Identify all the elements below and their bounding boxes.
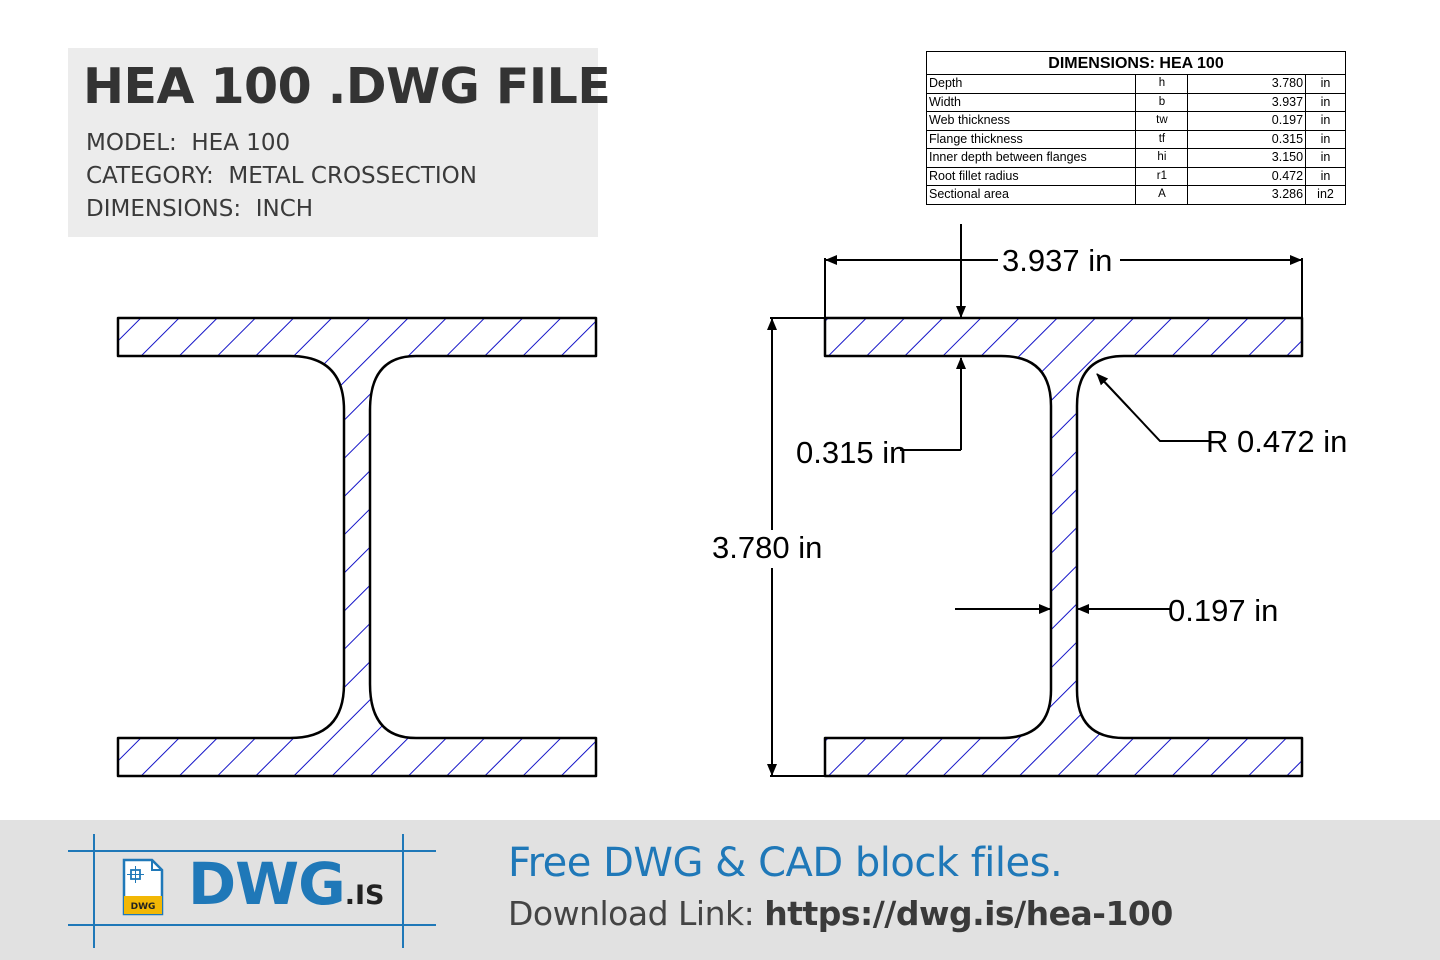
model-label: MODEL:	[86, 130, 177, 156]
info-panel: HEA 100 .DWG FILE MODEL: HEA 100 CATEGOR…	[68, 48, 611, 237]
download-label: Download Link:	[508, 894, 755, 933]
flange-thickness-dimension: 0.315 in	[796, 224, 966, 470]
row-unit: in2	[1305, 185, 1346, 205]
category-line: CATEGORY: METAL CROSSECTION	[86, 163, 477, 189]
model-line: MODEL: HEA 100	[86, 130, 290, 156]
row-unit: in	[1305, 111, 1346, 131]
row-symbol: r1	[1135, 166, 1189, 186]
row-symbol: hi	[1135, 148, 1189, 168]
logo: DWG	[68, 834, 436, 948]
row-value: 0.315	[1187, 129, 1307, 149]
file-icon: DWG	[122, 858, 164, 916]
left-i-beam-section	[116, 316, 598, 778]
row-symbol: A	[1135, 185, 1189, 205]
row-name: Root fillet radius	[925, 166, 1137, 186]
dimensions-line: DIMENSIONS: INCH	[86, 196, 313, 222]
row-value: 3.286	[1187, 185, 1307, 205]
flange-label: 0.315 in	[796, 435, 906, 470]
download-link[interactable]: https://dwg.is/hea-100	[764, 894, 1173, 933]
row-name: Web thickness	[925, 111, 1137, 131]
depth-dimension: 3.780 in	[712, 317, 825, 777]
cad-drawing: 3.937 in 0.315 in R 0.472 in 3.780 in 0.…	[116, 224, 1347, 778]
row-symbol: tf	[1135, 129, 1189, 149]
row-name: Inner depth between flanges	[925, 148, 1137, 168]
dimensions-value: INCH	[255, 196, 314, 222]
tagline: Free DWG & CAD block files.	[508, 840, 1063, 886]
width-label: 3.937 in	[1002, 243, 1112, 278]
web-thickness-dimension: 0.197 in	[955, 593, 1278, 628]
download-line: Download Link: https://dwg.is/hea-100	[508, 894, 1173, 933]
brand-suffix: .IS	[344, 880, 385, 911]
row-symbol: tw	[1135, 111, 1189, 131]
model-value: HEA 100	[191, 130, 291, 156]
row-unit: in	[1305, 148, 1346, 168]
depth-label: 3.780 in	[712, 530, 822, 565]
row-name: Sectional area	[925, 185, 1137, 205]
radius-leader	[1097, 374, 1210, 442]
row-value: 0.472	[1187, 166, 1307, 186]
row-value: 0.197	[1187, 111, 1307, 131]
row-unit: in	[1305, 166, 1346, 186]
width-dimension: 3.937 in	[824, 243, 1303, 318]
file-badge-text: DWG	[131, 902, 156, 912]
row-unit: in	[1305, 129, 1346, 149]
brand-name: DWG	[188, 850, 346, 918]
category-label: CATEGORY:	[86, 163, 214, 189]
brand-logo-text: DWG.IS	[188, 850, 384, 918]
radius-label: R 0.472 in	[1206, 424, 1347, 459]
category-value: METAL CROSSECTION	[228, 163, 477, 189]
right-i-beam-section	[823, 316, 1304, 778]
page-title: HEA 100 .DWG FILE	[83, 58, 611, 115]
radius-dimension: R 0.472 in	[1096, 373, 1347, 459]
web-label: 0.197 in	[1168, 593, 1278, 628]
radius-arrow	[1096, 373, 1131, 410]
row-name: Flange thickness	[925, 129, 1137, 149]
table-title: DIMENSIONS: HEA 100	[926, 51, 1346, 75]
dimensions-label: DIMENSIONS:	[86, 196, 242, 222]
file-badge	[124, 896, 162, 914]
footer: DWG DWG.IS Free DWG & CAD block files. D…	[0, 820, 1440, 960]
row-value: 3.150	[1187, 148, 1307, 168]
